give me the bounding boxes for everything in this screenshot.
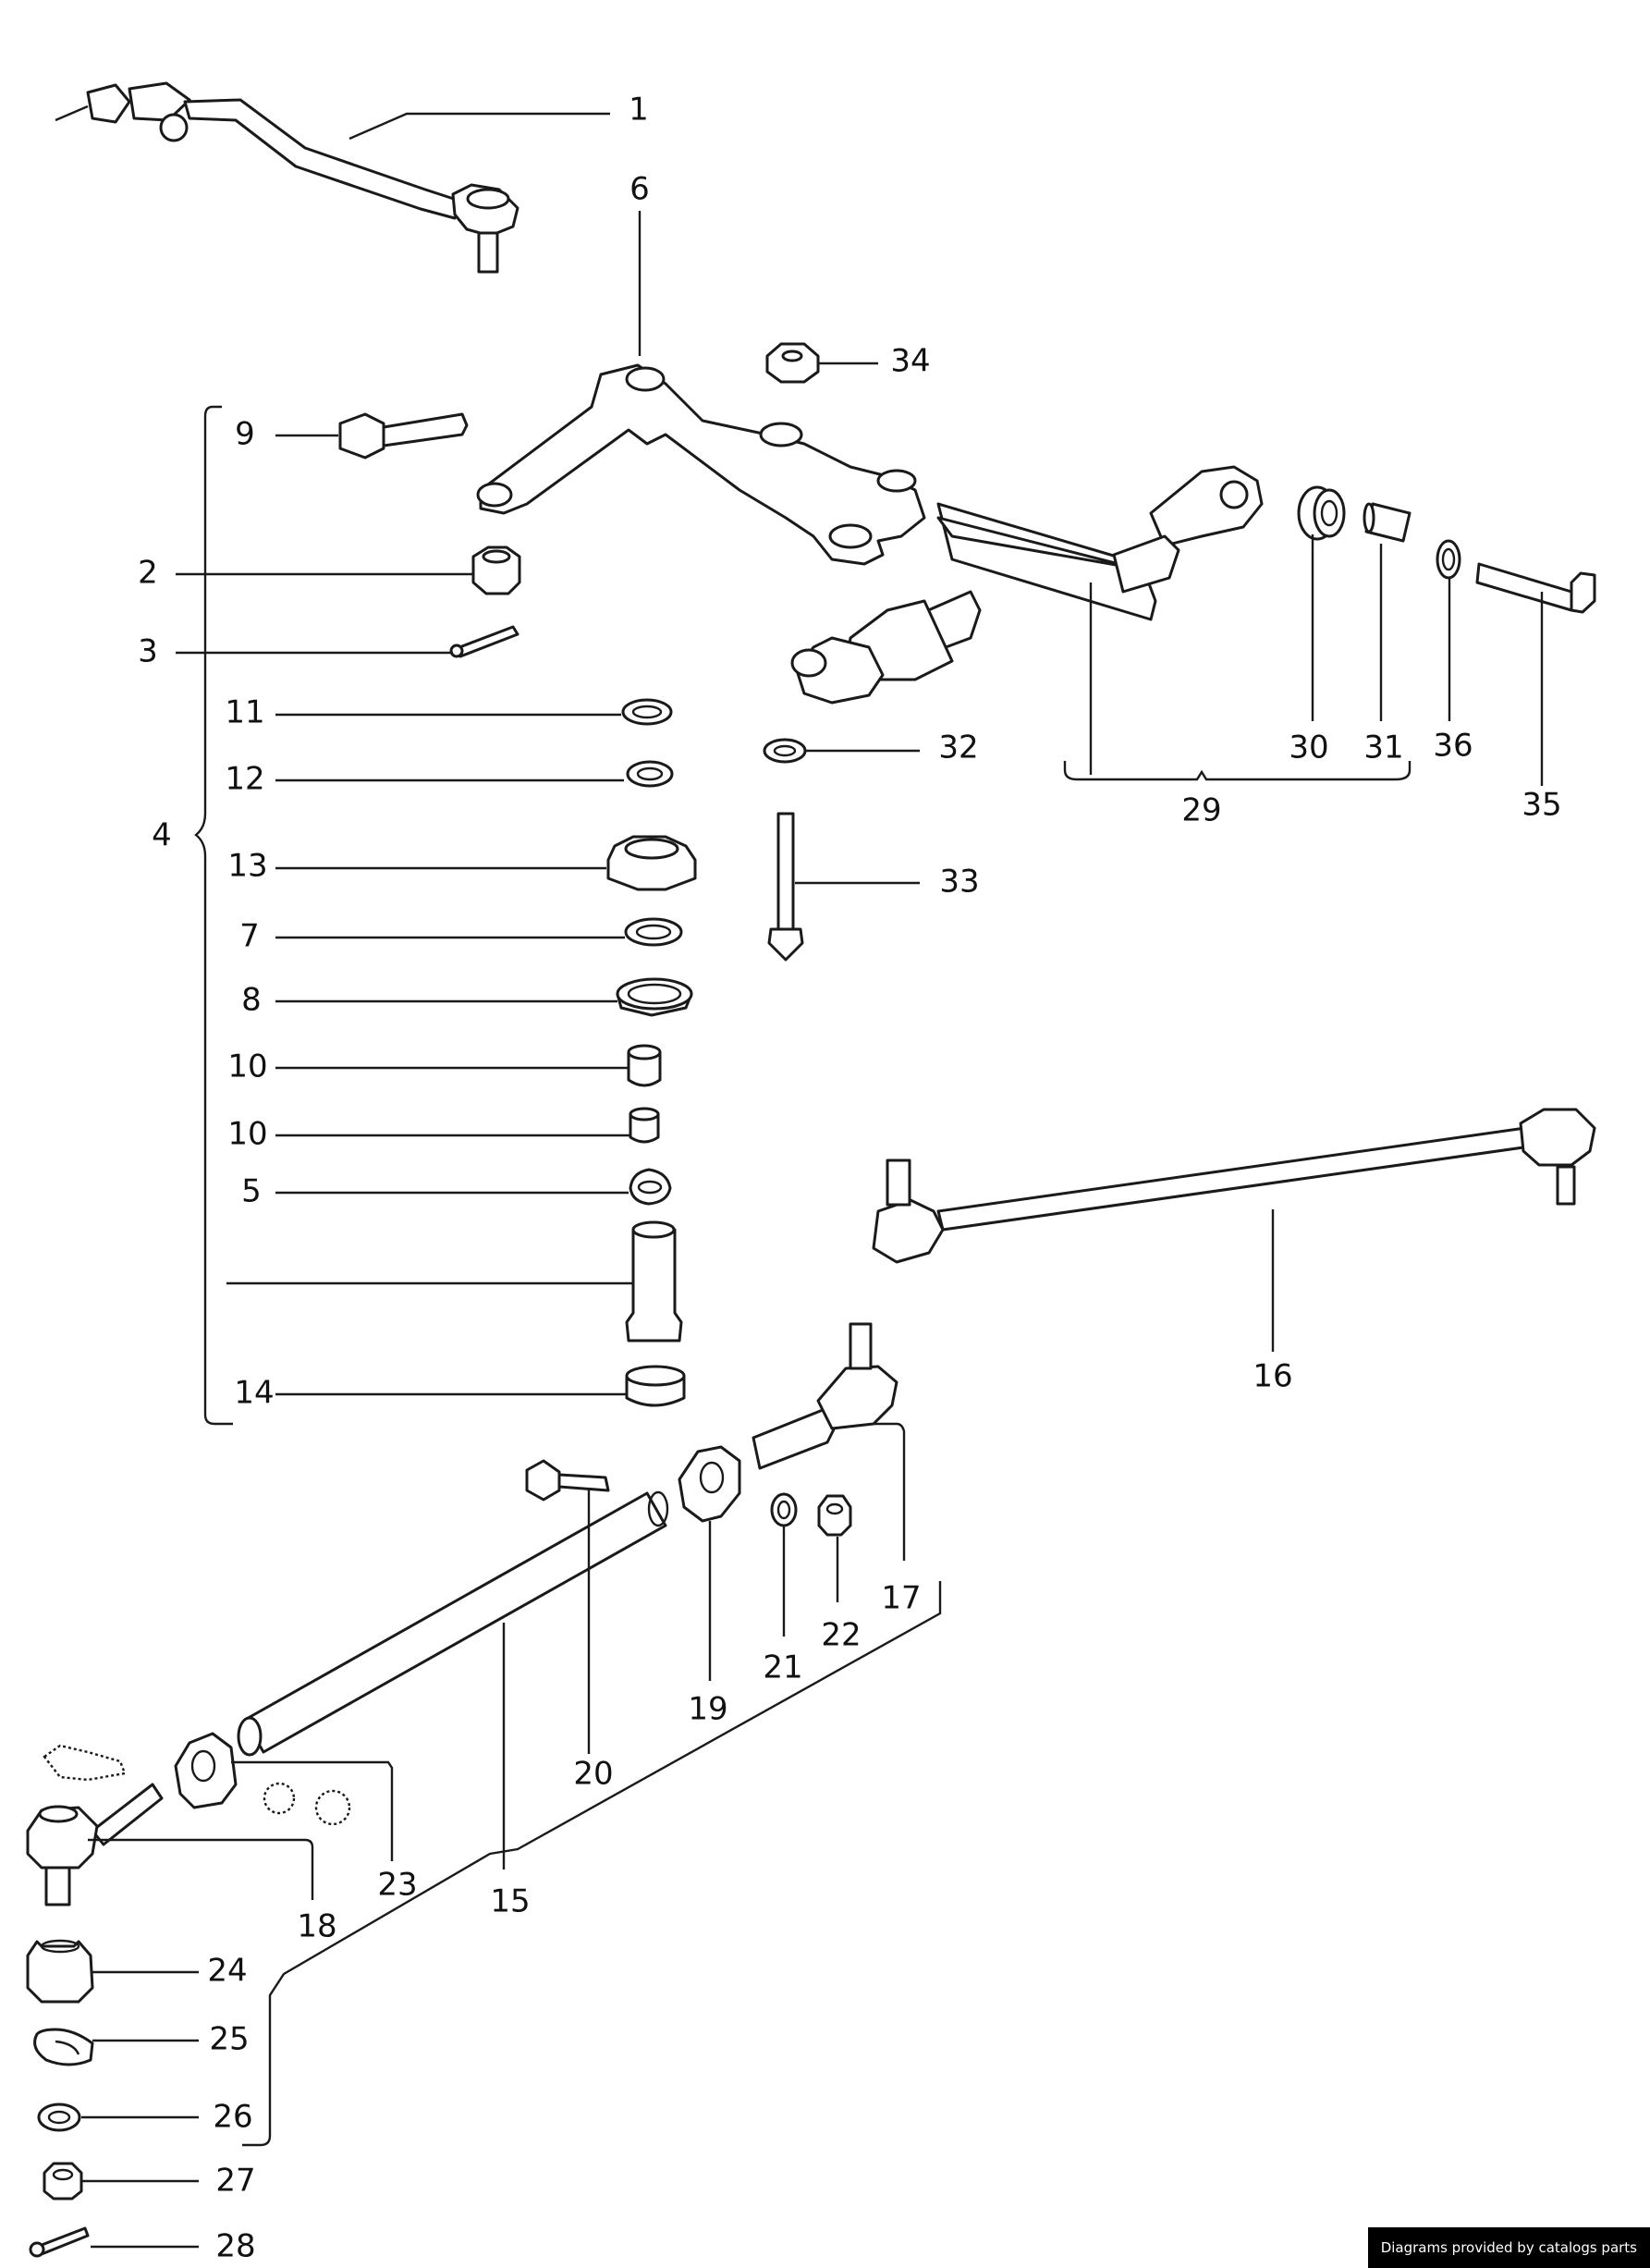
optional-bolt-and-nuts [43, 1744, 351, 1826]
part-22-nut [817, 1494, 852, 1537]
callout-20: 20 [573, 1756, 613, 1793]
callout-24: 24 [207, 1953, 247, 1990]
callout-23: 23 [377, 1867, 417, 1904]
leader-lines [81, 112, 1544, 2249]
part-21-spring-washer [770, 1492, 798, 1527]
callout-35: 35 [1522, 787, 1561, 824]
callout-31: 31 [1363, 729, 1403, 766]
part-30-bushing-flanged [1297, 485, 1346, 541]
callout-8: 8 [241, 982, 262, 1019]
callout-25: 25 [209, 2021, 249, 2058]
callout-33: 33 [939, 864, 979, 901]
callout-28: 28 [215, 2228, 255, 2265]
part-36-lock-washer [1436, 539, 1461, 580]
callout-26: 26 [213, 2099, 252, 2136]
part-10-bushing-upper [627, 1044, 662, 1087]
part-29-damper-assembly [790, 465, 1264, 705]
part-11-washer [621, 698, 673, 726]
callout-7: 7 [239, 918, 260, 955]
callout-12: 12 [225, 761, 264, 798]
callout-34: 34 [890, 343, 930, 380]
part-1-tie-rod [55, 81, 519, 274]
part-14-cup [625, 1365, 686, 1407]
part-35-bolt [1475, 562, 1596, 614]
callout-22: 22 [821, 1617, 861, 1654]
callout-2: 2 [138, 555, 158, 592]
part-32-washer [763, 738, 807, 764]
part-5-seal [629, 1168, 672, 1206]
part-pivot-pin [625, 1220, 683, 1342]
callout-10-lower: 10 [227, 1116, 267, 1153]
part-18-tie-rod-end [26, 1783, 164, 1906]
callout-3: 3 [138, 633, 158, 670]
callout-16: 16 [1253, 1358, 1292, 1395]
part-24-boot [26, 1939, 94, 2004]
part-26-washer [37, 2102, 81, 2132]
part-13-dust-cap [606, 835, 697, 891]
callout-15: 15 [490, 1883, 530, 1920]
callout-18: 18 [297, 1908, 336, 1945]
callout-11: 11 [225, 694, 264, 731]
part-28-cotter-pin [29, 2226, 90, 2258]
part-7-washer [624, 917, 683, 947]
part-23-clamp [174, 1732, 238, 1809]
callout-13: 13 [227, 848, 267, 885]
callout-17: 17 [881, 1580, 921, 1617]
part-17-tie-rod-end [752, 1322, 898, 1470]
callout-36: 36 [1433, 728, 1473, 765]
callout-9: 9 [235, 416, 255, 453]
part-10-bushing-lower [629, 1107, 660, 1144]
callout-numbers: 1 6 34 9 2 3 11 12 4 13 7 8 10 10 5 14 3… [138, 92, 1561, 2265]
callout-6: 6 [629, 171, 650, 208]
credit-watermark: Diagrams provided by catalogs parts [1367, 2227, 1650, 2268]
part-8-seal [616, 977, 693, 1017]
part-34-nut [765, 342, 820, 384]
part-19-clamp [678, 1445, 741, 1523]
part-3-cotter-pin [449, 625, 519, 658]
callout-29: 29 [1181, 792, 1221, 829]
part-2-castle-nut [471, 546, 521, 595]
part-31-sleeve [1363, 502, 1412, 543]
callout-1: 1 [629, 92, 649, 129]
part-27-castle-nut [43, 2162, 83, 2201]
callout-14: 14 [234, 1375, 274, 1412]
part-33-bolt [767, 812, 804, 962]
callout-4: 4 [152, 817, 172, 854]
part-20-bolt [525, 1459, 610, 1502]
callout-19: 19 [688, 1691, 727, 1728]
part-12-seal-ring [626, 760, 674, 788]
part-9-bolt [338, 412, 469, 460]
part-15-track-rod-tube [237, 1490, 669, 1757]
callout-32: 32 [938, 729, 978, 766]
part-16-tie-rod [872, 1108, 1596, 1264]
callout-21: 21 [763, 1649, 802, 1686]
part-25-clip [33, 2028, 94, 2066]
part-6-idler-arm-bracket [476, 363, 926, 566]
callout-10-upper: 10 [227, 1048, 267, 1085]
callout-30: 30 [1289, 729, 1328, 766]
callout-5: 5 [241, 1173, 262, 1210]
callout-27: 27 [215, 2163, 255, 2200]
